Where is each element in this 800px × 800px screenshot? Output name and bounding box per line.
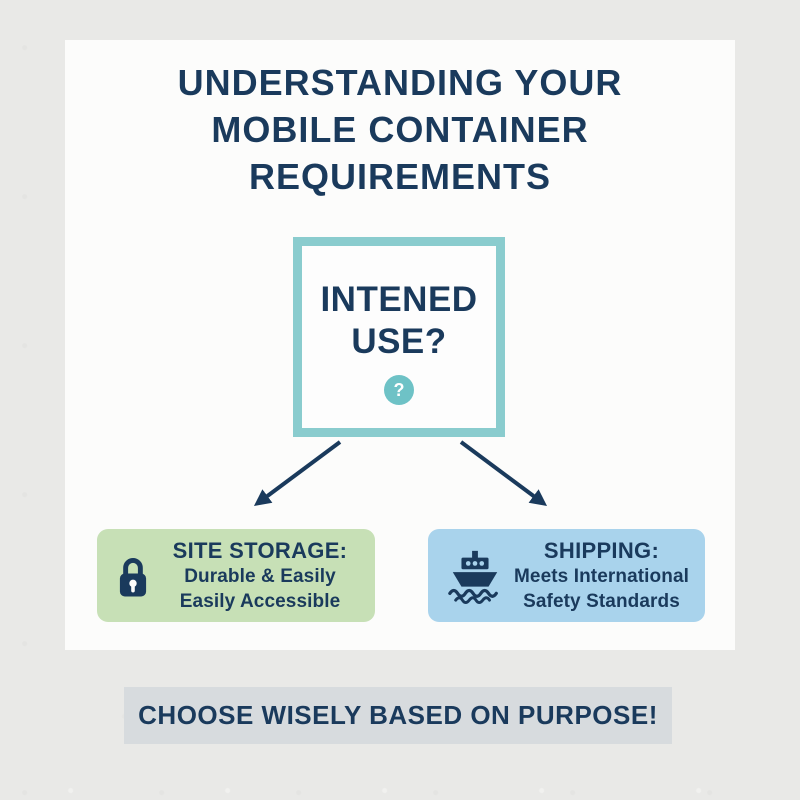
intended-use-decision-box: INTENED USE? ?: [293, 237, 505, 437]
shipping-text: SHIPPING: Meets International Safety Sta…: [504, 537, 705, 614]
shipping-line-1: Meets International: [513, 566, 690, 587]
footer-banner: CHOOSE WISELY BASED ON PURPOSE!: [124, 687, 672, 744]
page-title: UNDERSTANDING YOUR MOBILE CONTAINER REQU…: [65, 59, 735, 200]
page-title-line-1: UNDERSTANDING YOUR: [177, 62, 623, 103]
site-storage-option-box: SITE STORAGE: Durable & Easily Easily Ac…: [97, 529, 375, 622]
question-mark-icon: ?: [384, 375, 414, 405]
shipping-option-box: SHIPPING: Meets International Safety Sta…: [428, 529, 705, 622]
decision-label: INTENED USE?: [320, 280, 478, 361]
footer-banner-label: CHOOSE WISELY BASED ON PURPOSE!: [138, 700, 658, 730]
lock-icon: [115, 551, 151, 601]
site-storage-heading: SITE STORAGE:: [172, 538, 348, 563]
page-title-line-3: REQUIREMENTS: [248, 156, 552, 197]
site-storage-line-2: Easily Accessible: [179, 591, 341, 612]
shipping-line-2: Safety Standards: [523, 591, 680, 612]
site-storage-text: SITE STORAGE: Durable & Easily Easily Ac…: [151, 537, 375, 614]
ship-icon: [446, 547, 504, 605]
shipping-heading: SHIPPING:: [543, 538, 660, 563]
arrow-to-site-storage: [253, 440, 342, 507]
infographic-card: UNDERSTANDING YOUR MOBILE CONTAINER REQU…: [65, 40, 735, 650]
arrow-to-shipping: [459, 440, 548, 507]
page-title-line-2: MOBILE CONTAINER: [211, 109, 589, 150]
site-storage-line-1: Durable & Easily: [184, 566, 336, 587]
